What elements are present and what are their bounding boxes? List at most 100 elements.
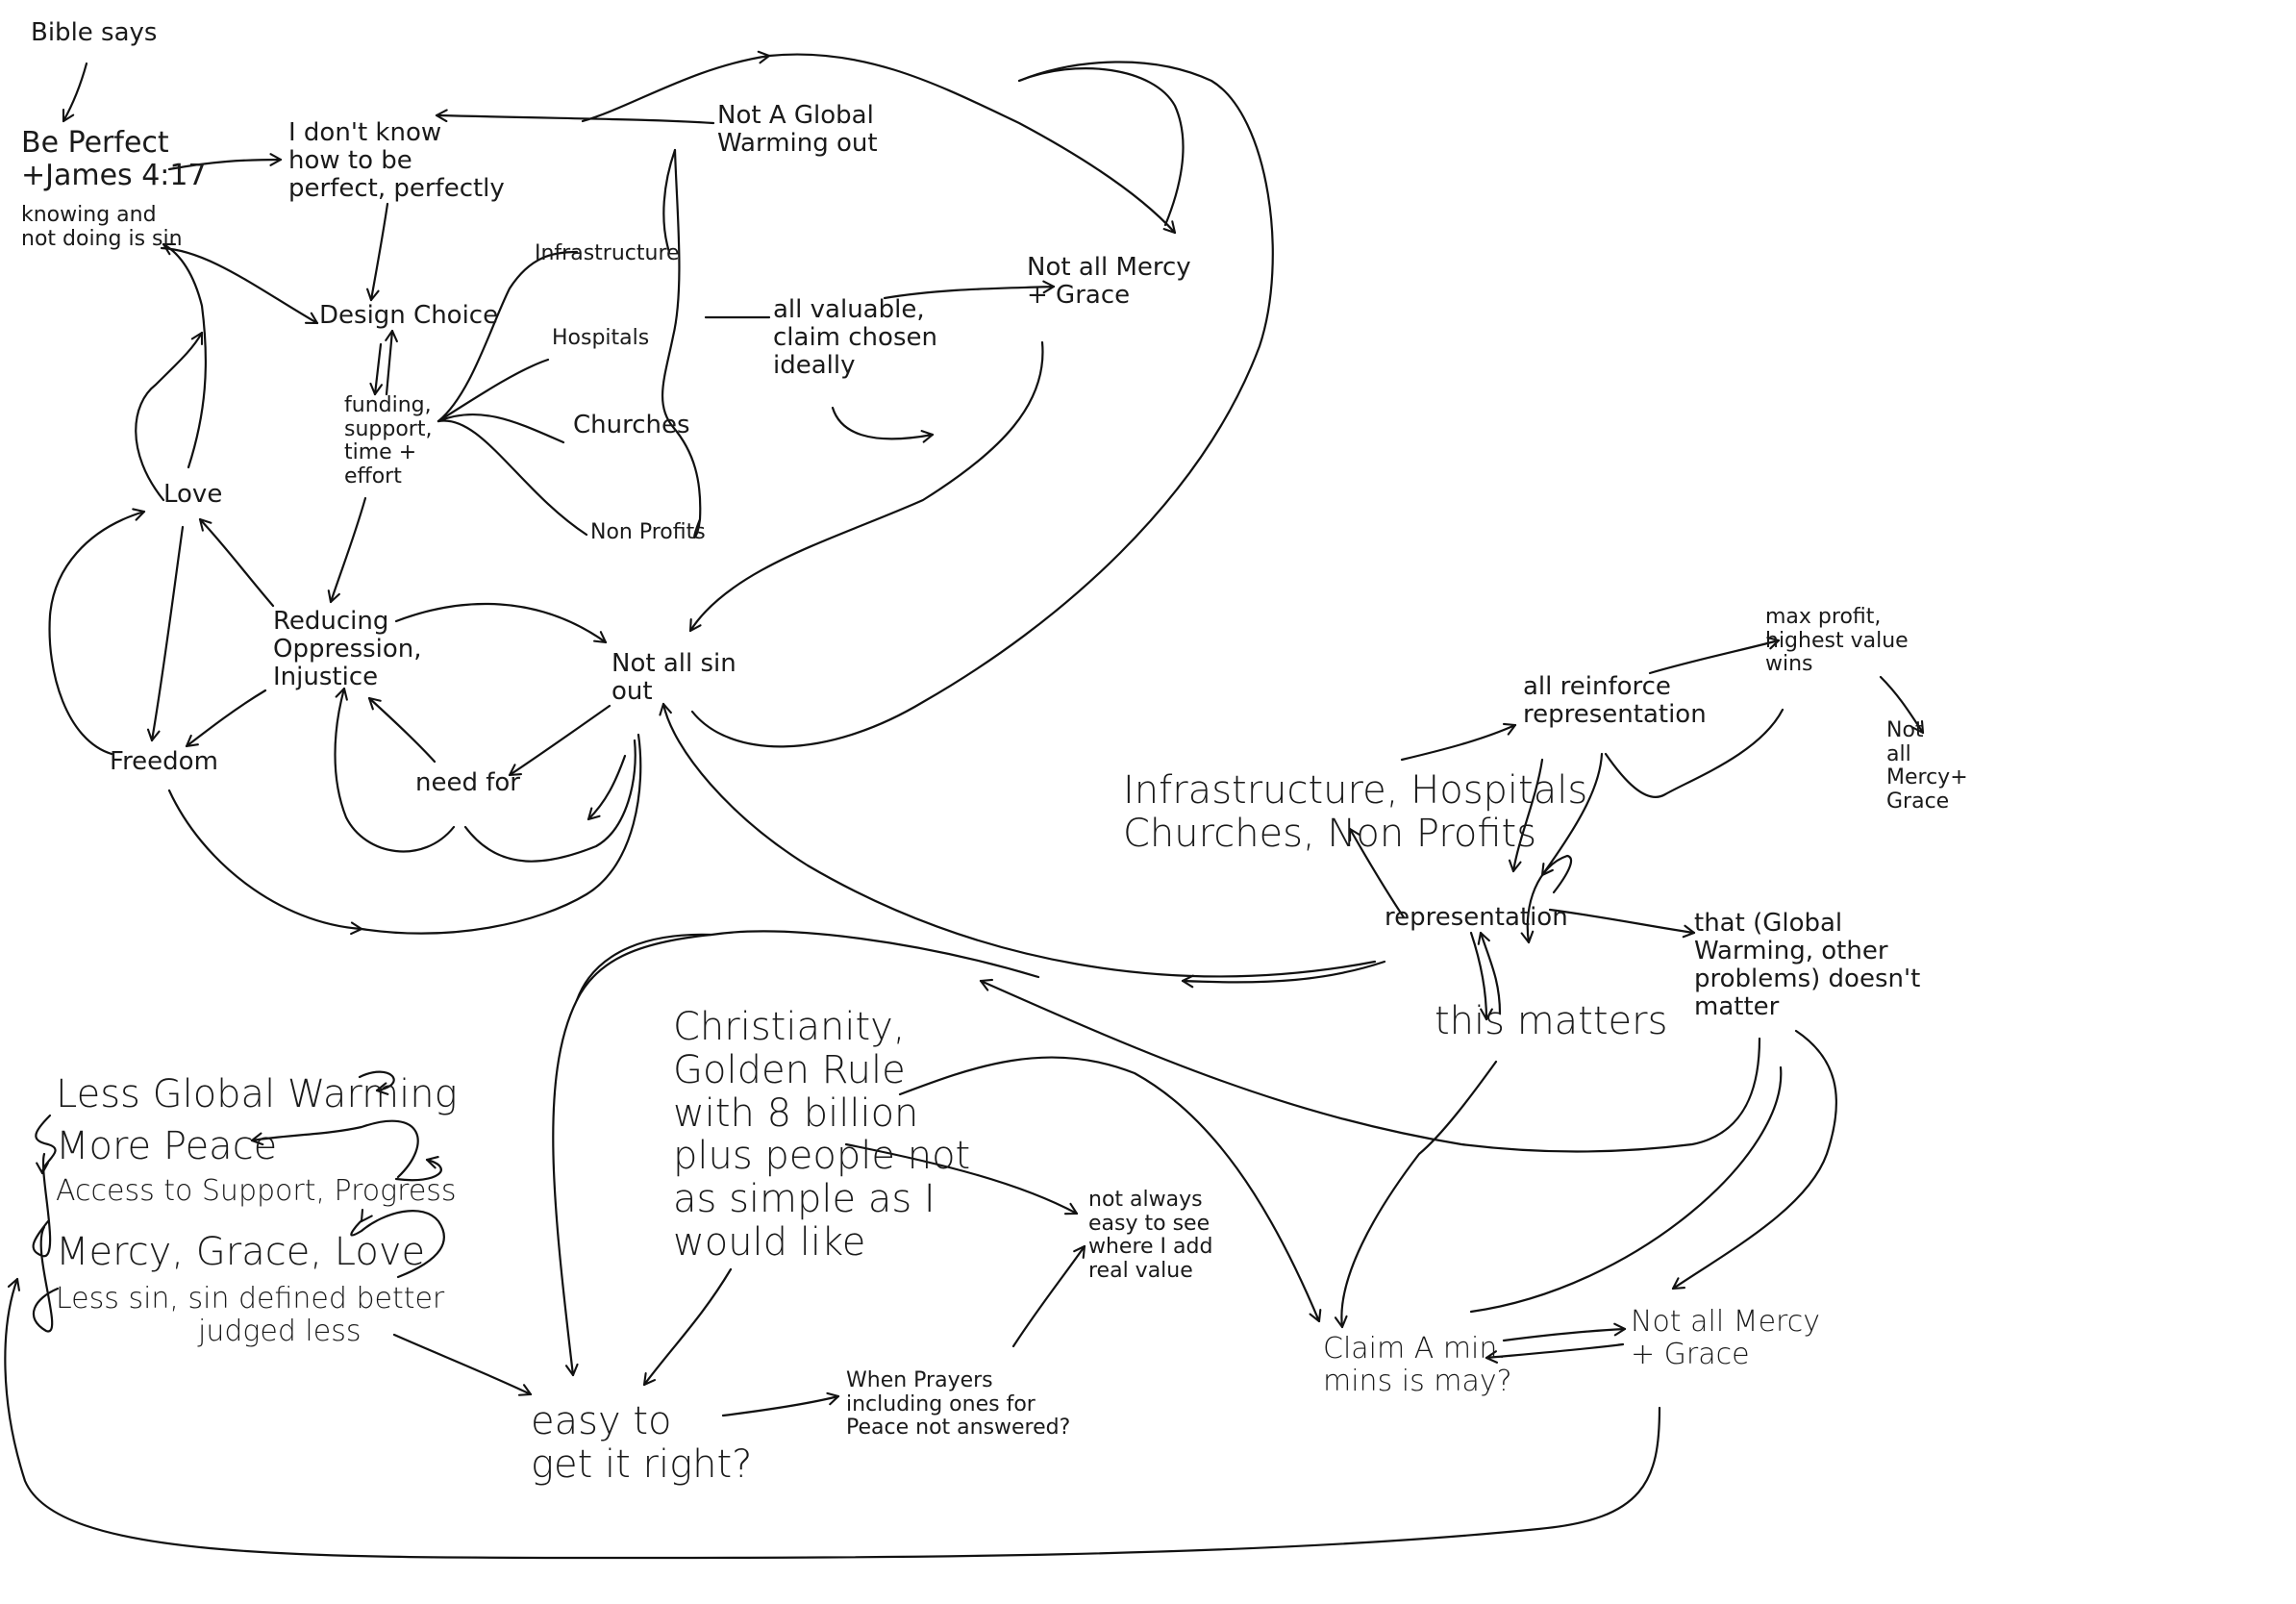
link-that-to-mercybottom [1671, 1029, 1837, 1291]
node-not-all-mercy-bottom: Not all Mercy + Grace [1631, 1305, 1820, 1371]
node-all-reinforce: all reinforce representation [1523, 672, 1707, 730]
link-reducing-to-notall [394, 602, 608, 644]
link-representation-left [1181, 960, 1386, 989]
link-list-right-2 [250, 1119, 419, 1179]
link-representation-to-infralist [1348, 827, 1406, 919]
node-claim-a: Claim A min. mins is may? [1323, 1332, 1512, 1398]
link-list-right-3 [394, 1156, 442, 1182]
link-bottom-loop-arrow [586, 754, 627, 821]
node-not-all-mercy-top: Not all Mercy + Grace [1027, 253, 1191, 311]
link-mercy-to-claim [1485, 1342, 1625, 1364]
node-mercy-grace-love: Mercy, Grace, Love [56, 1230, 426, 1274]
link-mercy-down-to-notall [688, 340, 1044, 633]
link-bigloop-to-mercy [1017, 67, 1185, 227]
link-claim-to-mercy [1502, 1322, 1627, 1342]
node-not-all-sin-out: Not all sin out [611, 649, 736, 707]
link-dontknow-big-arc [581, 50, 771, 123]
node-reducing: Reducing Oppression, Injustice [273, 607, 422, 692]
link-freedom-to-love [48, 508, 146, 756]
node-christianity: Christianity, Golden Rule with 8 billion… [673, 1005, 971, 1265]
link-allvaluable-loop [831, 406, 935, 443]
node-not-always: not always easy to see where I add real … [1088, 1188, 1213, 1283]
link-notall-big-loop [690, 61, 1274, 748]
link-needfor-to-reducing [367, 696, 437, 764]
link-knowing-to-design [160, 246, 319, 325]
node-love: Love [163, 480, 223, 509]
node-more-peace: More Peace [56, 1124, 278, 1168]
link-arc-top [767, 53, 1177, 235]
link-allvaluable-to-mercy [883, 280, 1056, 300]
link-infralist-to-allreinforce [1400, 722, 1517, 762]
link-tree-right-bracket [661, 148, 702, 539]
link-bottom-loop-mid [463, 739, 636, 863]
link-bible-to-perfect [62, 62, 88, 123]
link-notall-to-needfor [508, 704, 611, 777]
link-love-to-freedom [146, 525, 185, 742]
node-representation: representation [1385, 903, 1568, 932]
link-love-left-arc [135, 331, 204, 502]
node-freedom: Freedom [110, 747, 218, 776]
link-maxprofit-back [1604, 708, 1784, 798]
link-thismatters-to-claim [1334, 1060, 1498, 1329]
link-freedom-curve-to-notall [360, 733, 642, 935]
link-representation-to-thismatters-a [1469, 931, 1493, 1021]
node-not-all-mercy-right: Not all Mercy+ Grace [1886, 718, 1968, 814]
node-funding: funding, support, time + effort [344, 393, 433, 489]
node-max-profit: max profit, highest value wins [1765, 605, 1909, 677]
link-design-funding-a [369, 342, 384, 396]
node-be-perfect: Be Perfect +James 4:17 [21, 126, 207, 192]
link-allreinforce-to-representation-b [1540, 752, 1604, 877]
link-thismatters-to-representation [1477, 931, 1502, 1015]
link-dontknow-to-design [366, 202, 389, 302]
link-list-bracket-left-1 [35, 1114, 57, 1175]
link-tree-to-hospitals [437, 358, 550, 423]
link-notaglobal-to-dontknow [435, 109, 715, 125]
link-design-funding-b [385, 329, 398, 396]
link-lesssin-to-easy [392, 1333, 533, 1396]
link-reducing-to-love [198, 517, 275, 608]
node-hospitals: Hospitals [552, 326, 650, 350]
node-infrastructure: Infrastructure [535, 241, 680, 265]
link-list-right-1 [358, 1070, 395, 1095]
link-tree-main-trunk [437, 250, 579, 423]
node-all-valuable: all valuable, claim chosen ideally [773, 295, 937, 381]
link-big-arc-to-easy [575, 930, 1040, 1002]
node-design-choice: Design Choice [319, 301, 499, 330]
node-knowing: knowing and not doing is sin [21, 203, 183, 251]
node-dont-know: I don't know how to be perfect, perfectl… [288, 118, 505, 204]
link-perfect-to-dontknow [167, 153, 283, 171]
link-prayers-to-notalways [1011, 1244, 1086, 1348]
link-christianity-to-easy [642, 1267, 733, 1387]
node-easy-to-get-it-right: easy to get it right? [531, 1399, 753, 1487]
link-tree-to-infra [662, 148, 677, 254]
link-reducing-to-freedom [185, 689, 267, 748]
node-access-support: Access to Support, Progress [56, 1174, 457, 1208]
node-non-profits: Non Profits [590, 520, 706, 544]
link-funding-to-reducing [327, 496, 367, 604]
node-need-for: need for [415, 768, 520, 797]
link-maxprofit-to-notall [1879, 675, 1925, 735]
link-allreinforce-to-representation-a [1508, 758, 1544, 873]
node-less-sin: Less sin, sin defined better judged less [56, 1282, 445, 1348]
link-christianity-arc-to-claim [898, 1056, 1322, 1323]
node-bible-says: Bible says [31, 18, 158, 47]
link-love-up [162, 242, 207, 469]
link-christianity-to-notalways [844, 1142, 1079, 1216]
link-that-back-to-claim [1469, 1065, 1783, 1314]
link-tree-to-churches [437, 413, 565, 444]
link-bottom-loop-left [334, 687, 456, 853]
link-that-to-long-left [979, 978, 1761, 1153]
link-tree-to-nonprofits [437, 419, 588, 537]
link-easy-to-prayers [721, 1391, 840, 1417]
node-less-global-warming: Less Global Warming [56, 1072, 458, 1116]
link-freedom-curve-down [167, 789, 363, 936]
node-when-prayers: When Prayers including ones for Peace no… [846, 1368, 1071, 1441]
link-allreinforce-to-maxprofit [1648, 636, 1781, 675]
node-churches: Churches [573, 411, 690, 439]
node-this-matters: this matters [1435, 999, 1668, 1043]
link-representation-loop [1520, 854, 1573, 944]
link-representation-to-that [1548, 908, 1696, 939]
node-infra-list: Infrastructure, Hospitals Churches, Non … [1123, 768, 1588, 856]
link-big-arc-down [552, 933, 713, 1377]
